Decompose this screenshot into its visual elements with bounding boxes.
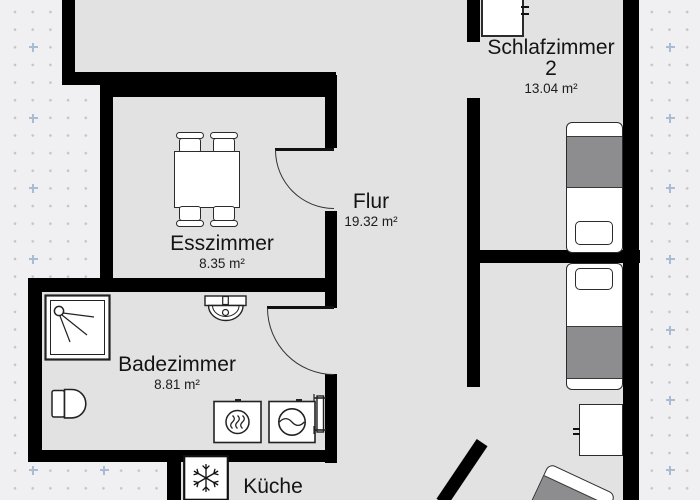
- dining-table: [174, 151, 240, 208]
- grid-plus-mark: [28, 254, 38, 264]
- chair: [210, 206, 238, 227]
- room-name: Esszimmer: [170, 232, 274, 255]
- desk-hinge-mark: [573, 428, 580, 430]
- wall: [325, 211, 337, 292]
- wall: [28, 450, 337, 462]
- chair: [176, 206, 204, 227]
- tumble-dryer-symbol: [213, 399, 262, 444]
- grid-plus-mark: [28, 183, 38, 193]
- chair-backrest: [176, 220, 204, 227]
- wall: [62, 0, 75, 77]
- wall: [62, 72, 336, 85]
- door-leaf-open: [481, 0, 524, 37]
- grid-plus-mark: [665, 465, 675, 475]
- room-label-flur: Flur 19.32 m²: [331, 191, 411, 229]
- desk-hinge-mark: [573, 433, 580, 435]
- chair-seat: [213, 206, 235, 221]
- room-name: Flur: [352, 190, 390, 213]
- room-label-schlafzimmer-2: Schlafzimmer 2 13.04 m²: [470, 37, 632, 96]
- bed: [566, 122, 623, 253]
- wall: [100, 85, 113, 292]
- room-number: 2: [545, 57, 557, 80]
- grid-plus-mark: [28, 113, 38, 123]
- grid-plus-mark: [665, 254, 675, 264]
- wall: [28, 278, 42, 462]
- door-hinge-mark: [521, 6, 529, 8]
- grid-plus-mark: [665, 183, 675, 193]
- grid-plus-mark: [28, 465, 38, 475]
- wall: [28, 278, 337, 292]
- bed-blanket: [567, 136, 622, 188]
- wall: [100, 85, 337, 97]
- wall: [467, 0, 480, 42]
- radiator-symbol: [313, 394, 326, 434]
- room-area: 13.04 m²: [524, 81, 578, 96]
- bed: [566, 263, 623, 390]
- grid-plus-mark: [665, 42, 675, 52]
- bed-blanket: [567, 326, 622, 379]
- chair: [210, 132, 238, 153]
- shower-symbol: [44, 294, 111, 361]
- room-floor-flur: [335, 0, 478, 500]
- room-area: 8.35 m²: [199, 256, 245, 271]
- desk: [579, 404, 623, 456]
- room-name: Schlafzimmer: [487, 36, 615, 59]
- wall: [325, 292, 337, 308]
- wall: [467, 98, 480, 387]
- door-leaf: [275, 148, 334, 151]
- chair: [176, 132, 204, 153]
- grid-plus-mark: [99, 465, 109, 475]
- room-area: 19.32 m²: [344, 214, 398, 229]
- room-area: 8.81 m²: [154, 377, 200, 392]
- grid-plus-mark: [665, 113, 675, 123]
- room-label-kueche: Küche: [213, 476, 333, 497]
- door-hinge-mark: [521, 13, 529, 15]
- room-name: Küche: [243, 475, 303, 498]
- toilet-symbol: [51, 388, 87, 419]
- grid-plus-mark: [28, 42, 38, 52]
- room-label-badezimmer: Badezimmer 8.81 m²: [97, 354, 257, 392]
- chair-seat: [179, 206, 201, 221]
- sink-symbol: [204, 295, 247, 322]
- bed-pillow: [575, 221, 613, 245]
- room-name: Badezimmer: [118, 353, 236, 376]
- door-leaf: [267, 306, 334, 309]
- bed-pillow: [575, 268, 613, 290]
- chair-backrest: [210, 220, 238, 227]
- wall: [167, 450, 181, 500]
- grid-plus-mark: [665, 325, 675, 335]
- washing-machine-symbol: [268, 399, 316, 444]
- room-label-esszimmer: Esszimmer 8.35 m²: [142, 233, 302, 271]
- grid-plus-mark: [665, 395, 675, 405]
- wall: [623, 0, 639, 500]
- wall: [325, 374, 337, 463]
- wall: [325, 75, 337, 148]
- wall: [467, 250, 640, 263]
